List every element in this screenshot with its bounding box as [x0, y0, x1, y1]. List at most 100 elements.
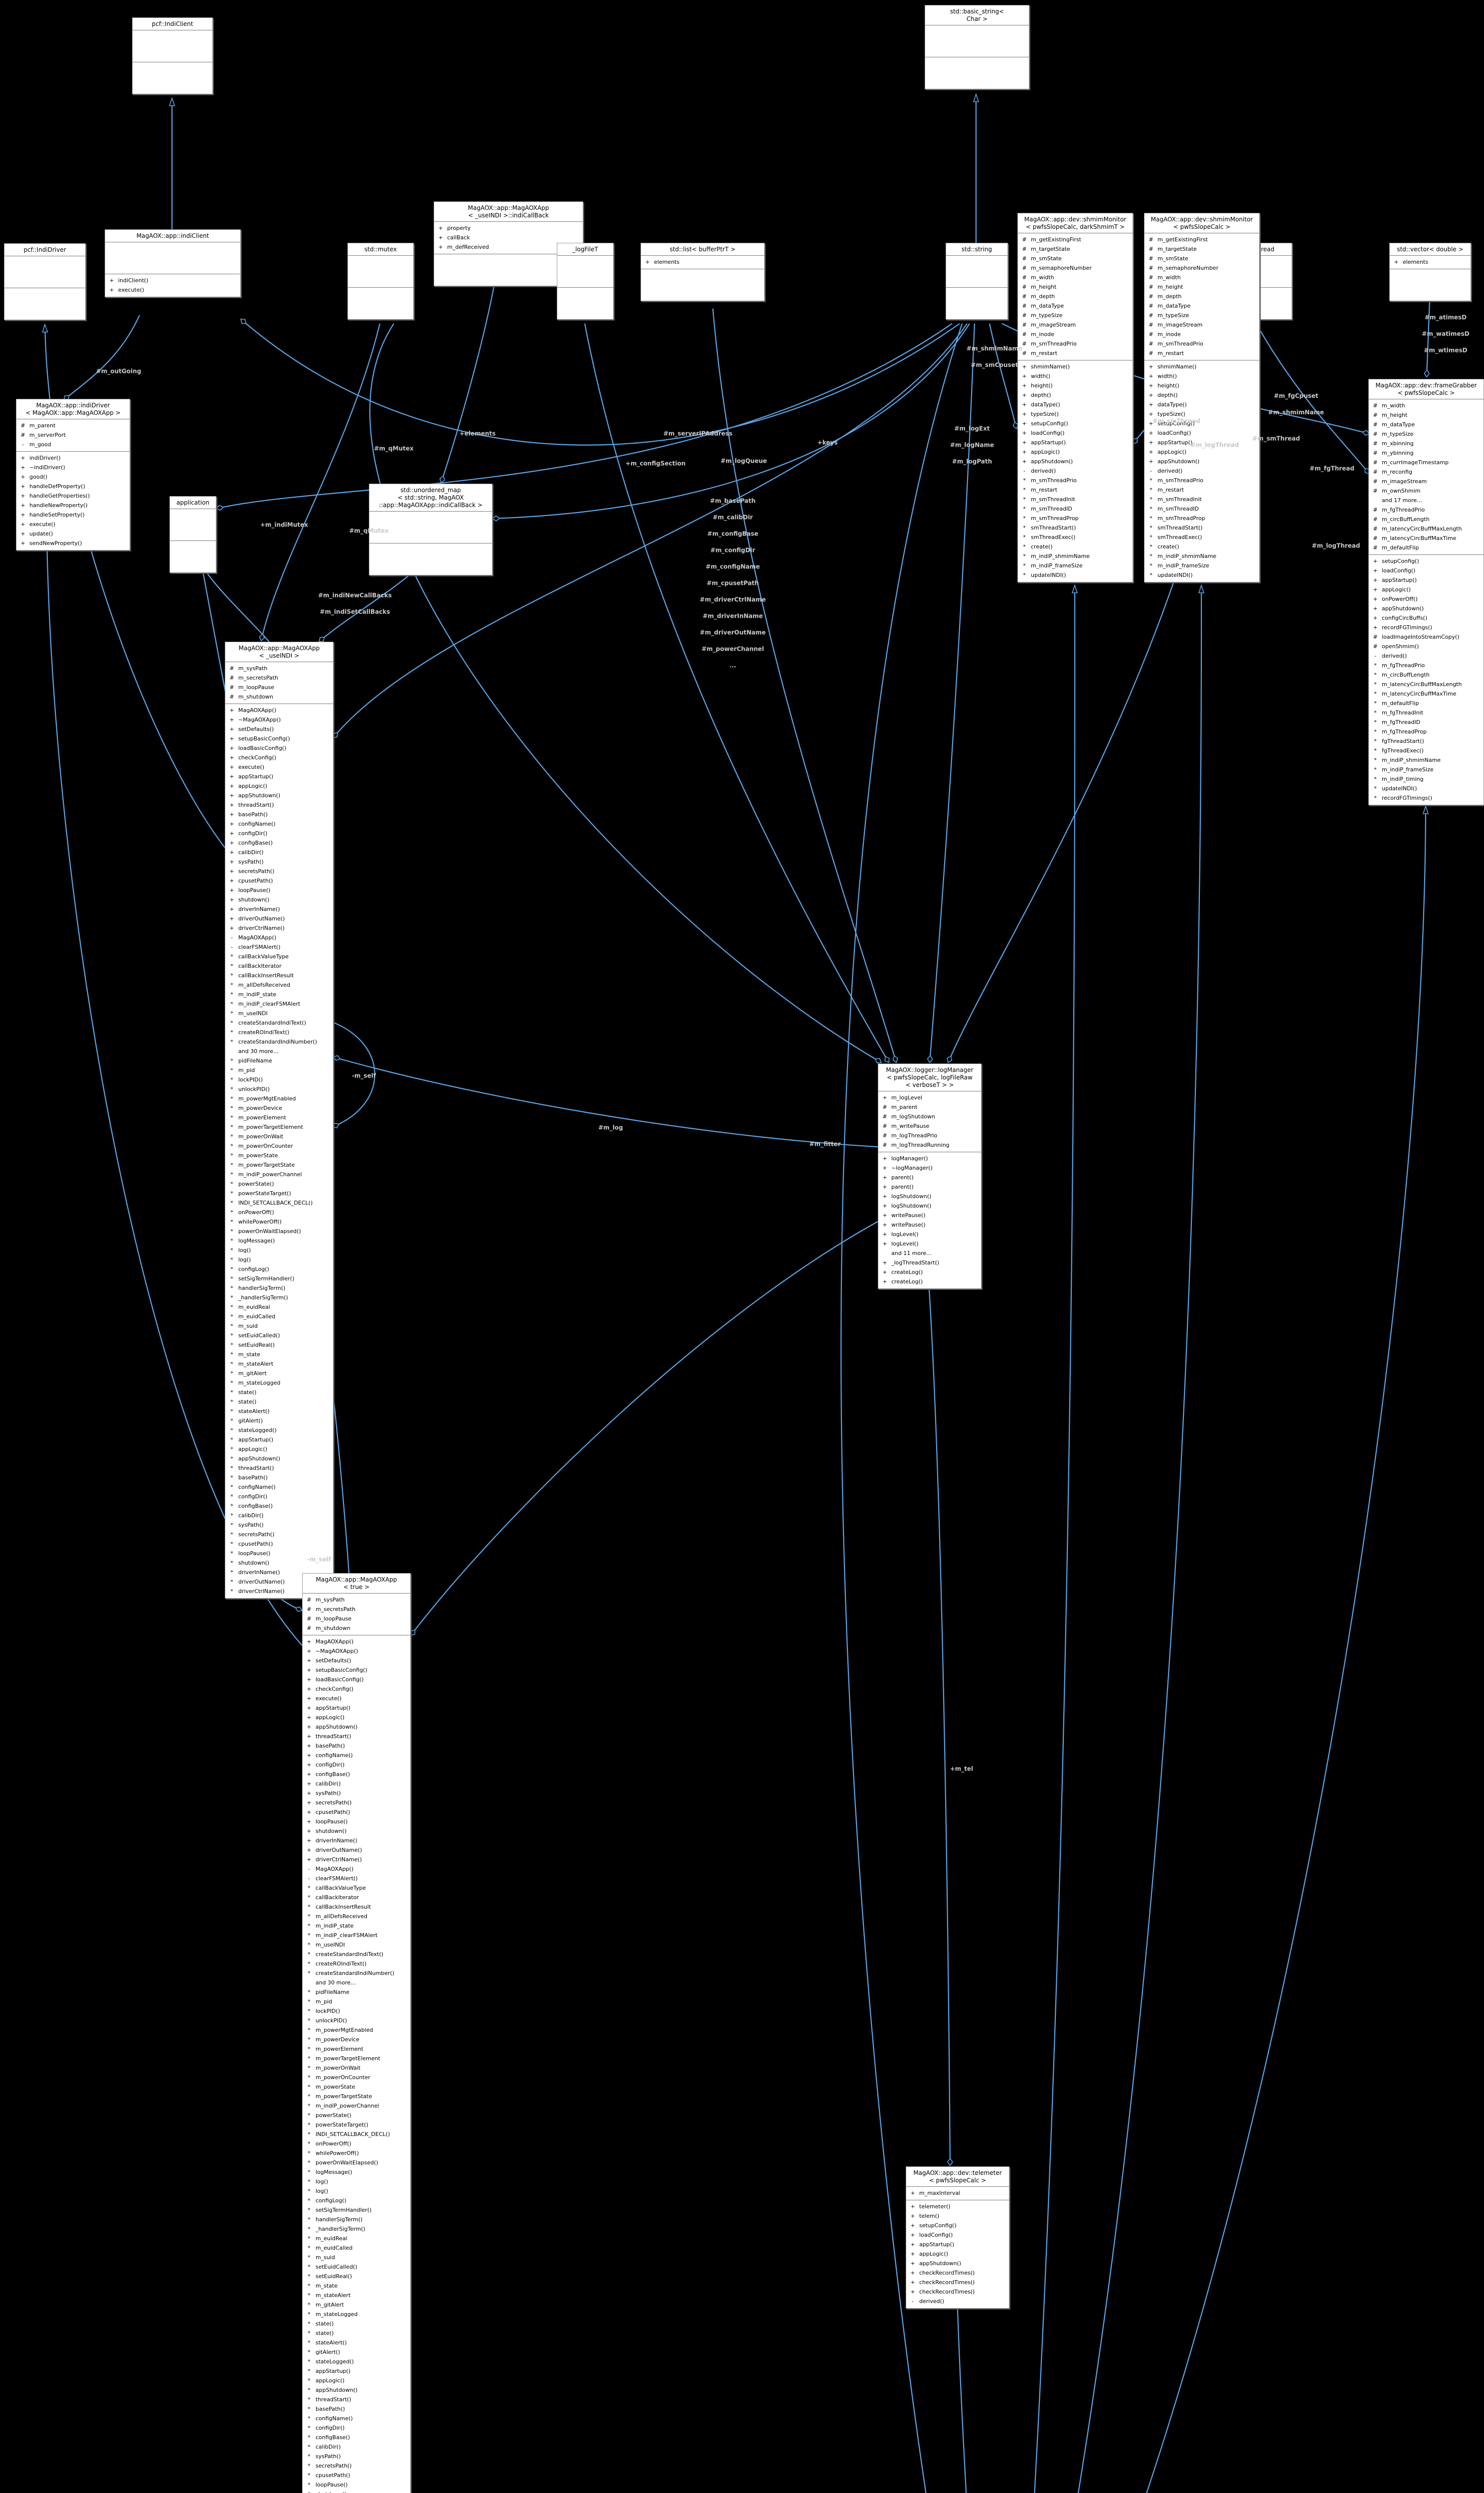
class-box-std-list[interactable]: std::list< bufferPtrT >+elements: [641, 243, 765, 301]
member-visibility: *: [230, 1579, 233, 1585]
member-visibility: *: [230, 1200, 233, 1206]
member-row: +appLogic(): [906, 2249, 1009, 2259]
member-row: +~indiDriver(): [16, 463, 130, 472]
member-name: appLogic(): [1157, 449, 1187, 455]
class-box-unordered-map[interactable]: std::unordered_map< std::string, MagAOX:…: [369, 484, 493, 575]
member-row: *sysPath(): [225, 1520, 333, 1530]
member-row: *m_smThreadID: [1145, 504, 1259, 514]
member-name: m_parent: [891, 1104, 918, 1110]
class-box-std-basic-string[interactable]: std::basic_string<Char >: [925, 5, 1029, 89]
class-box-std-string[interactable]: std::string: [946, 243, 1008, 320]
class-title: MagAOX::app::MagAOXApp< _useINDI >::indi…: [434, 202, 583, 222]
member-row: *m_powerOnWait: [303, 2063, 410, 2073]
member-visibility: +: [307, 1657, 312, 1664]
class-box-app-indidriver[interactable]: MagAOX::app::indiDriver< MagAOX::app::Ma…: [16, 399, 130, 550]
class-box-framegrabber[interactable]: MagAOX::app::dev::frameGrabber< pwfsSlop…: [1368, 379, 1484, 805]
member-name: MagAOXApp(): [316, 1638, 354, 1645]
member-name: MagAOXApp(): [238, 934, 277, 941]
class-box-logfilet[interactable]: _logFileT: [557, 243, 614, 320]
member-row: +driverOutName(): [225, 914, 333, 923]
member-name: m_indiP_shmimName: [1031, 553, 1090, 559]
member-name: sysPath(): [316, 1790, 341, 1796]
member-name: and 30 more...: [238, 1048, 279, 1055]
member-row: +appStartup(): [1018, 438, 1133, 447]
member-row: *state(): [303, 2319, 410, 2328]
member-visibility: *: [230, 1503, 233, 1509]
member-visibility: +: [1022, 420, 1027, 427]
class-box-std-mutex[interactable]: std::mutex: [347, 243, 414, 320]
member-row: +appStartup(): [1369, 575, 1484, 585]
edge-label-line: #m_smThread: [1252, 435, 1300, 442]
member-name: state(): [316, 2320, 334, 2327]
class-box-magaoxapp-true[interactable]: MagAOX::app::MagAOXApp< true >#m_sysPath…: [302, 1573, 411, 2493]
class-title-line: std::list< bufferPtrT >: [669, 246, 736, 253]
member-row: +checkConfig(): [225, 753, 333, 762]
member-name: powerStateTarget(): [238, 1190, 291, 1197]
class-box-std-vector-double[interactable]: std::vector< double >+elements: [1389, 243, 1471, 301]
member-visibility: -: [912, 2298, 914, 2305]
member-row: +writePause(): [878, 1220, 981, 1230]
member-visibility: +: [1373, 577, 1378, 583]
member-row: +logLevel(): [878, 1230, 981, 1239]
member-visibility: +: [307, 1847, 312, 1853]
member-name: fgThreadExec(): [1382, 747, 1424, 754]
member-visibility: *: [230, 1285, 233, 1291]
member-visibility: +: [645, 259, 650, 265]
class-box-logmanager[interactable]: MagAOX::logger::logManager< pwfsSlopeCal…: [878, 1064, 982, 1289]
member-name: cpusetPath(): [316, 2472, 350, 2479]
attributes-compartment: [946, 256, 1007, 288]
member-name: smThreadStart(): [1157, 525, 1203, 531]
member-row: #m_parent: [16, 421, 130, 430]
member-name: parent(): [891, 1184, 914, 1190]
member-visibility: #: [1022, 255, 1027, 262]
member-visibility: *: [308, 2254, 311, 2261]
class-box-shmimmonitor-plain[interactable]: MagAOX::app::dev::shmimMonitor< pwfsSlop…: [1144, 213, 1260, 582]
member-name: shmimName(): [1031, 363, 1070, 370]
member-visibility: #: [1022, 265, 1027, 271]
edge-label-line: #m_logPath: [952, 458, 992, 465]
member-visibility: +: [229, 726, 234, 732]
edge-label-line: #m_serverIPAddress: [663, 430, 733, 437]
class-box-pcf-indiclient[interactable]: pcf::IndiClient: [132, 17, 213, 94]
member-name: appShutdown(): [316, 2387, 358, 2393]
class-box-shmimmonitor-dark[interactable]: MagAOX::app::dev::shmimMonitor< pwfsSlop…: [1017, 213, 1133, 582]
member-row: +appShutdown(): [1018, 457, 1133, 466]
member-name: appShutdown(): [919, 2260, 962, 2267]
class-title-line: Char >: [966, 15, 988, 22]
member-row: #m_inode: [1145, 330, 1259, 339]
class-title: std::string: [946, 243, 1007, 256]
member-name: m_useINDI: [316, 1942, 345, 1948]
member-name: m_gitAlert: [316, 2302, 344, 2308]
member-row: #m_typeSize: [1369, 429, 1484, 439]
member-visibility: +: [307, 1771, 312, 1778]
member-visibility: *: [230, 1550, 233, 1557]
member-visibility: +: [229, 735, 234, 742]
methods-compartment: [369, 543, 492, 575]
member-name: m_fgThreadID: [1382, 719, 1421, 725]
member-row: *powerOnWaitElapsed(): [303, 2158, 410, 2167]
member-row: +height(): [1018, 381, 1133, 390]
member-row: *appStartup(): [225, 1435, 333, 1444]
member-visibility: +: [1149, 401, 1154, 408]
member-visibility: *: [1374, 691, 1377, 697]
edge-label-line: #m_logQueue: [720, 457, 767, 465]
member-visibility: *: [308, 2453, 311, 2460]
member-name: log(): [238, 1256, 251, 1263]
member-visibility: *: [308, 2425, 311, 2431]
member-name: m_sysPath: [316, 1597, 345, 1603]
member-row: +typeSize(): [1018, 409, 1133, 419]
member-visibility: *: [308, 2377, 311, 2384]
member-name: lockPID(): [238, 1076, 263, 1083]
class-box-application[interactable]: application: [169, 496, 216, 573]
member-name: m_maxInterval: [919, 2190, 961, 2196]
class-box-telemeter[interactable]: MagAOX::app::dev::telemeter< pwfsSlopeCa…: [906, 2166, 1009, 2309]
member-row: *callBackInsertResult: [225, 971, 333, 980]
member-name: appLogic(): [316, 1714, 345, 1721]
class-box-app-indiclient[interactable]: MagAOX::app::indiClient+indiClient()+exe…: [105, 229, 241, 297]
class-box-magaoxapp-useindi[interactable]: MagAOX::app::MagAOXApp< _useINDI >#m_sys…: [225, 642, 333, 1599]
aggregation-edge-32: [410, 1221, 878, 1635]
member-name: sysPath(): [238, 859, 264, 865]
edge-label-line: +elements: [459, 430, 496, 437]
class-box-pcf-indidriver[interactable]: pcf::IndiDriver: [4, 243, 86, 320]
member-row: *createROIndiText(): [225, 1028, 333, 1037]
